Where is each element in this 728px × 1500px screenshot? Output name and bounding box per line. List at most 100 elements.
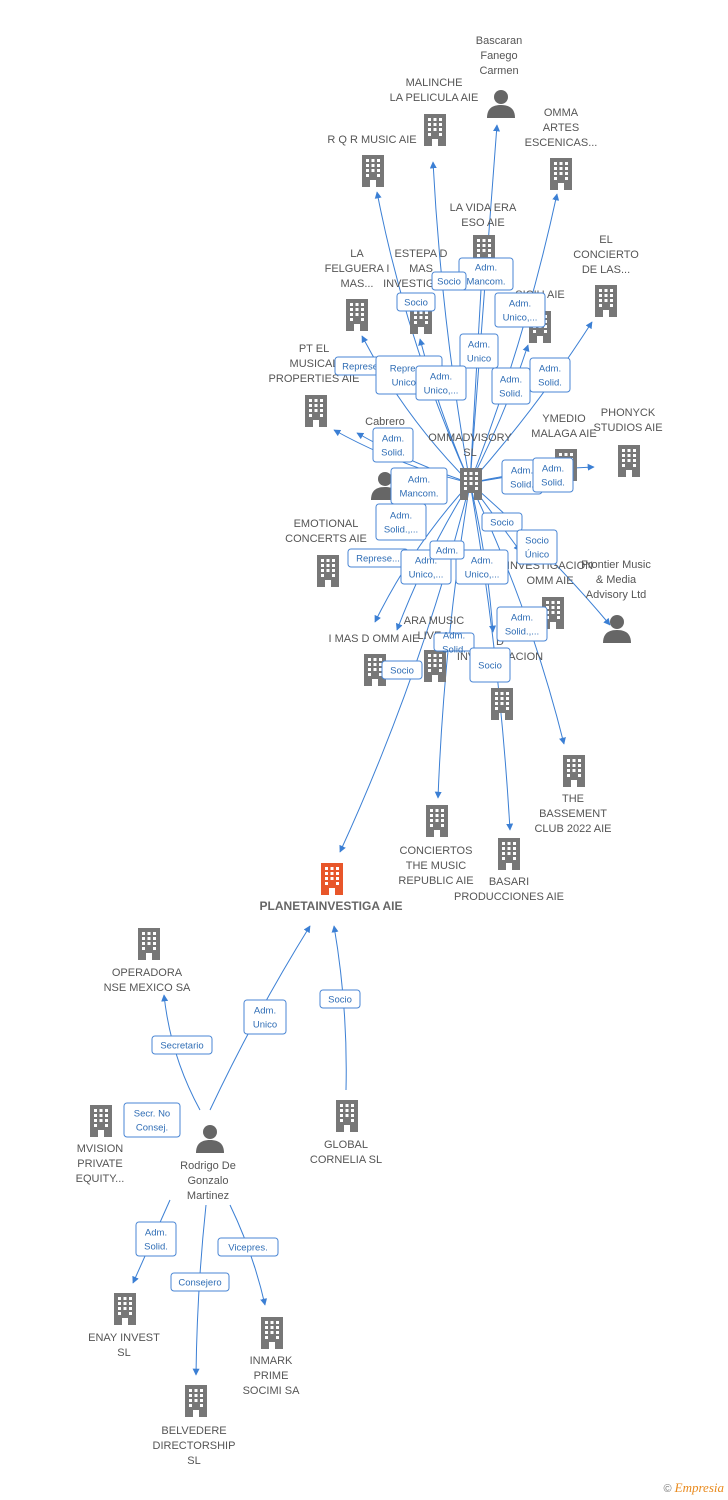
node-label-line: CONCIERTOS — [400, 845, 473, 857]
edge-label-box — [135, 1221, 177, 1257]
node-label-line: INMARK — [250, 1355, 293, 1367]
node-label-line: MAS... — [340, 278, 373, 290]
edge-label[interactable]: Consejero — [170, 1272, 230, 1292]
edge-label[interactable]: Socio — [431, 271, 467, 291]
edge-label[interactable]: Adm.Solid. — [372, 427, 414, 463]
edge-label-text: Solid. — [499, 389, 523, 400]
edge-label-text: Socio — [437, 277, 461, 288]
relationship-edge — [469, 193, 560, 484]
edge-label-text: Adm. — [511, 466, 533, 477]
node-omma_artes[interactable]: OMMAARTESESCENICAS... — [525, 107, 598, 190]
node-label-line: OMMADVISORY — [428, 432, 512, 444]
edge-label[interactable]: Adm.Solid.,... — [375, 503, 427, 541]
node-label-line: Martinez — [187, 1190, 229, 1202]
edge-label[interactable]: Represe... — [347, 548, 409, 568]
node-label-line: Rodrigo De — [180, 1160, 236, 1172]
edge-label-text: Adm. — [254, 1006, 276, 1017]
edge-label[interactable]: Socio — [469, 647, 511, 683]
edge-label[interactable]: Vicepres. — [217, 1237, 279, 1257]
focus-company-icon — [321, 863, 343, 895]
edge-label[interactable]: Socio — [481, 512, 523, 532]
edge-label[interactable]: Adm.Solid. — [501, 459, 543, 495]
node-mvision[interactable]: MVISIONPRIVATEEQUITY... — [76, 1105, 125, 1185]
node-label-line: LA VIDA ERA — [450, 202, 517, 214]
edge-label[interactable]: Adm.Unico — [459, 333, 499, 369]
node-label-line: Advisory Ltd — [586, 589, 647, 601]
company-building-icon — [426, 805, 448, 837]
edge-label-text: Mancom. — [399, 489, 438, 500]
node-label-line: ESTEPA D — [395, 248, 448, 260]
empresia-logo[interactable]: Empresia — [674, 1480, 724, 1495]
node-i_mas_d[interactable]: I MAS D OMM AIE — [328, 633, 420, 686]
edge-label-box — [429, 540, 465, 560]
edge-label[interactable]: Adm.Solid. — [491, 367, 531, 405]
node-label-line: PRIVATE — [77, 1158, 122, 1170]
edge-label-box — [496, 606, 548, 642]
node-label-line: ESO AIE — [461, 217, 504, 229]
edge-label-text: Unico,... — [465, 570, 500, 581]
node-label-line: BASARI — [489, 876, 529, 888]
company-building-icon — [138, 928, 160, 960]
edge-label-box — [381, 660, 423, 680]
edge-label[interactable]: Adm.Solid. — [532, 457, 574, 493]
edge-label[interactable]: Adm.Unico — [243, 999, 287, 1035]
edge-label[interactable]: Adm. — [429, 540, 465, 560]
edge-label-text: Solid. — [442, 645, 466, 656]
edge-label[interactable]: Adm.Unico,... — [455, 549, 509, 585]
edge-label[interactable]: Socio — [381, 660, 423, 680]
company-building-icon — [114, 1293, 136, 1325]
edge-label[interactable]: Secretario — [151, 1035, 213, 1055]
node-rqr[interactable]: R Q R MUSIC AIE — [327, 134, 417, 187]
node-global[interactable]: GLOBAL CORNELIA SL — [310, 1100, 382, 1166]
node-vida_era[interactable]: LA VIDA ERA ESO AIE — [450, 202, 517, 267]
edge-label[interactable]: Socio — [319, 989, 361, 1009]
node-label-line: EMOTIONAL — [294, 518, 359, 530]
node-label-line: CORNELIA SL — [310, 1154, 382, 1166]
edge-label[interactable]: Adm.Solid. — [135, 1221, 177, 1257]
edge-label[interactable]: Adm.Solid.,... — [496, 606, 548, 642]
edge-label[interactable]: Adm.Solid. — [433, 631, 475, 656]
edge-label[interactable]: Adm.Mancom. — [390, 467, 448, 505]
edge-label[interactable]: Adm.Solid. — [529, 357, 571, 393]
edge-label-text: Adm. — [436, 546, 458, 557]
edge-label-box — [459, 333, 499, 369]
node-estepa[interactable]: ESTEPA DMASINVESTIGAC... — [383, 248, 459, 334]
edge-label-text: Repres... — [390, 364, 429, 375]
node-label-line: MALINCHE — [406, 77, 463, 89]
relationship-edge — [361, 335, 471, 484]
edge-label[interactable]: Adm.Mancom. — [458, 257, 514, 291]
edge-label-box — [151, 1035, 213, 1055]
edge-label-text: Secr. No — [134, 1109, 170, 1120]
node-label-line: PT EL — [299, 343, 329, 355]
edge-label[interactable]: Socio — [396, 292, 436, 312]
edge-label[interactable]: Adm.Unico,... — [494, 292, 546, 328]
edge-label[interactable]: Adm.Unico,... — [415, 365, 467, 401]
node-planeta[interactable]: PLANETAINVESTIGA AIE — [260, 863, 403, 913]
node-label-line: REPUBLIC AIE — [398, 875, 473, 887]
node-label-line: GLOBAL — [324, 1139, 368, 1151]
node-label-line: MVISION — [77, 1143, 124, 1155]
node-label-line: STUDIOS AIE — [593, 422, 662, 434]
edge-label-box — [529, 357, 571, 393]
